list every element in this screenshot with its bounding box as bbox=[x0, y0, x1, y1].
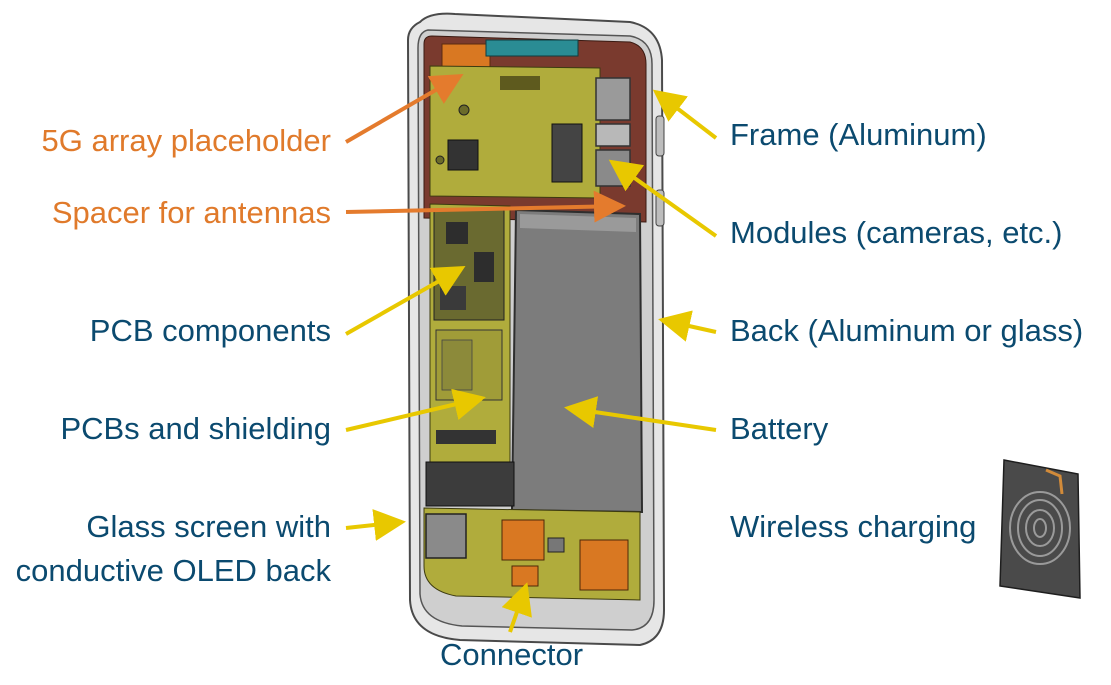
camera-module-3 bbox=[595, 149, 631, 187]
label-5g-array: 5G array placeholder bbox=[41, 123, 332, 158]
label-modules: Modules (cameras, etc.) bbox=[730, 215, 1063, 250]
camera-module-1 bbox=[595, 77, 631, 121]
arrow-spacer bbox=[345, 190, 626, 223]
label-wireless-charging: Wireless charging bbox=[730, 509, 977, 544]
top-pcb-chip bbox=[447, 139, 479, 171]
coil-lead bbox=[1045, 468, 1064, 495]
side-button-1 bbox=[655, 115, 665, 157]
top-flex-connector bbox=[485, 39, 579, 57]
label-pcbs-shielding: PCBs and shielding bbox=[60, 411, 331, 446]
shield-chip-c bbox=[440, 286, 466, 310]
label-pcb-components: PCB components bbox=[89, 313, 331, 348]
label-frame: Frame (Aluminum) bbox=[730, 117, 987, 152]
arrow-glass-screen bbox=[345, 509, 406, 541]
arrow-connector bbox=[501, 582, 532, 633]
bottom-small-part bbox=[547, 537, 565, 553]
usb-port bbox=[511, 565, 539, 587]
arrow-pcbs-shielding bbox=[345, 388, 486, 432]
label-connector: Connector bbox=[440, 637, 584, 672]
coil-sheet bbox=[999, 459, 1081, 599]
arrow-5g-array bbox=[344, 73, 464, 144]
top-pcb-screw-2 bbox=[435, 155, 445, 165]
wireless-charging-coil bbox=[999, 459, 1081, 599]
top-pcb-component bbox=[500, 76, 540, 90]
top-pcb-connector bbox=[551, 123, 583, 183]
bottom-gray-module bbox=[425, 513, 467, 559]
coil-ring-4 bbox=[1033, 518, 1047, 538]
label-glass-screen-line2: conductive OLED back bbox=[15, 553, 331, 588]
camera-module-2 bbox=[595, 123, 631, 147]
label-battery: Battery bbox=[730, 411, 829, 446]
shield-chip-b bbox=[474, 252, 494, 282]
arrow-frame bbox=[652, 89, 718, 140]
coil-ring-1 bbox=[1009, 491, 1071, 565]
arrow-back bbox=[658, 310, 717, 342]
top-pcb-screw bbox=[458, 104, 470, 116]
shield-can-2-grid bbox=[441, 339, 473, 391]
flex-connector-bottom bbox=[436, 430, 496, 444]
bottom-antenna-patch bbox=[579, 539, 629, 591]
speaker-module bbox=[425, 461, 515, 507]
label-glass-screen-line1: Glass screen with bbox=[86, 509, 331, 544]
arrow-battery bbox=[564, 396, 717, 432]
coil-ring-2 bbox=[1017, 499, 1063, 557]
coil-ring-3 bbox=[1025, 509, 1055, 547]
usb-connector-block bbox=[501, 519, 545, 561]
battery bbox=[510, 208, 644, 514]
label-back: Back (Aluminum or glass) bbox=[730, 313, 1084, 348]
label-spacer-antennas: Spacer for antennas bbox=[51, 195, 331, 230]
arrow-modules bbox=[608, 159, 718, 238]
shield-chip-a bbox=[446, 222, 468, 244]
arrow-pcb-components bbox=[345, 266, 466, 336]
